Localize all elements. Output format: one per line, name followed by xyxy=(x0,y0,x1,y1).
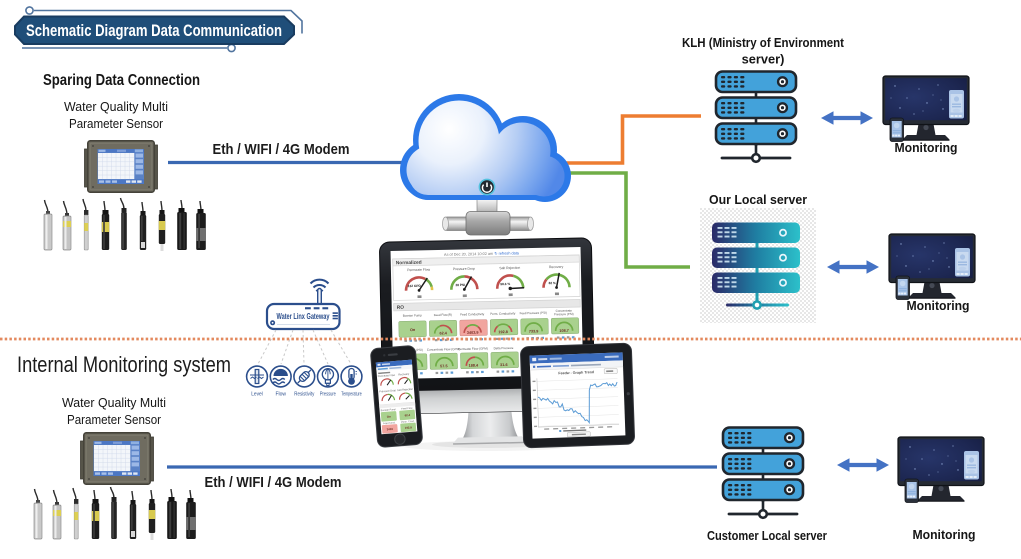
svg-text:188.4: 188.4 xyxy=(469,364,479,368)
svg-text:3403.9: 3403.9 xyxy=(467,331,479,335)
svg-text:RO: RO xyxy=(397,305,405,311)
svg-text:Salt Rejection: Salt Rejection xyxy=(397,387,414,392)
svg-text:Customer Local server: Customer Local server xyxy=(707,528,827,543)
svg-text:Temperature: Temperature xyxy=(341,392,362,398)
svg-text:On: On xyxy=(410,328,416,332)
svg-text:Permeate Flow: Permeate Flow xyxy=(407,268,430,272)
svg-text:server): server) xyxy=(742,52,785,67)
svg-text:Salt Rejection: Salt Rejection xyxy=(499,266,520,270)
svg-text:Internal Monitoring system: Internal Monitoring system xyxy=(17,352,231,377)
svg-text:192.8: 192.8 xyxy=(405,425,413,430)
svg-text:Perm. Conductivity: Perm. Conductivity xyxy=(490,311,516,316)
svg-text:82 %: 82 % xyxy=(549,281,557,285)
svg-text:Feed Conductivity: Feed Conductivity xyxy=(460,312,485,317)
svg-text:Sparing Data Connection: Sparing Data Connection xyxy=(43,72,200,89)
svg-text:↻ refresh data: ↻ refresh data xyxy=(494,251,519,256)
svg-text:Recovery: Recovery xyxy=(398,372,410,377)
svg-text:Feed Flow(R): Feed Flow(R) xyxy=(434,313,452,317)
svg-text:Feed Pressure (PSI): Feed Pressure (PSI) xyxy=(520,311,547,316)
svg-text:KLH (Ministry of Environment: KLH (Ministry of Environment xyxy=(682,35,845,50)
svg-text:Pressure Drop: Pressure Drop xyxy=(453,267,475,271)
svg-text:Recovery: Recovery xyxy=(549,265,564,269)
svg-text:Schematic Diagram Data Communi: Schematic Diagram Data Communication xyxy=(26,22,282,40)
svg-text:Concentrate Flow (GPM): Concentrate Flow (GPM) xyxy=(427,347,460,352)
svg-text:Feed Flow: Feed Flow xyxy=(401,407,413,411)
svg-text:Monitoring: Monitoring xyxy=(913,527,976,542)
svg-text:Water Quality Multi: Water Quality Multi xyxy=(62,395,166,410)
svg-text:Concentrate: Concentrate xyxy=(556,309,573,313)
svg-text:Booster Pump: Booster Pump xyxy=(381,408,397,412)
svg-text:Pressure Drop: Pressure Drop xyxy=(379,388,397,393)
svg-text:On: On xyxy=(387,414,391,418)
svg-text:Our Local server: Our Local server xyxy=(709,192,807,207)
svg-text:Pressure (PSI): Pressure (PSI) xyxy=(554,312,574,316)
svg-text:108.7: 108.7 xyxy=(559,329,569,333)
svg-text:192.8: 192.8 xyxy=(498,330,508,334)
svg-text:31.6: 31.6 xyxy=(500,363,507,367)
svg-text:Eth / WIFI / 4G Modem: Eth / WIFI / 4G Modem xyxy=(213,141,350,158)
svg-text:Resistivity: Resistivity xyxy=(294,392,314,398)
svg-text:Level: Level xyxy=(251,392,263,398)
svg-text:Monitoring: Monitoring xyxy=(895,140,958,155)
svg-text:As of Dec 20, 2014 10:02 am: As of Dec 20, 2014 10:02 am xyxy=(444,252,493,257)
svg-text:Pressure: Pressure xyxy=(320,392,336,398)
svg-text:Water Quality Multi: Water Quality Multi xyxy=(64,99,168,114)
svg-text:Feed Cond.: Feed Cond. xyxy=(383,421,396,425)
svg-text:98.6 %: 98.6 % xyxy=(500,282,510,286)
svg-text:Parameter Sensor: Parameter Sensor xyxy=(69,116,164,131)
svg-text:57.5: 57.5 xyxy=(440,364,447,368)
svg-text:62.4: 62.4 xyxy=(439,331,447,335)
svg-text:Booster Pump: Booster Pump xyxy=(403,313,422,317)
svg-text:Permeate Flow (GPM): Permeate Flow (GPM) xyxy=(458,346,488,351)
svg-text:Flow: Flow xyxy=(275,392,286,398)
svg-text:Eth / WIFI / 4G Modem: Eth / WIFI / 4G Modem xyxy=(205,474,342,491)
svg-text:Feedw - Graph Trend: Feedw - Graph Trend xyxy=(558,370,594,375)
svg-text:Perm. Cond.: Perm. Cond. xyxy=(401,420,415,424)
svg-text:Monitoring: Monitoring xyxy=(907,298,970,313)
svg-text:733.9: 733.9 xyxy=(529,329,539,333)
svg-text:3403: 3403 xyxy=(387,427,394,432)
svg-text:Normalized: Normalized xyxy=(396,260,422,267)
svg-text:132 GPD: 132 GPD xyxy=(408,284,422,288)
svg-text:Permeate Flow: Permeate Flow xyxy=(378,373,396,378)
svg-text:Delta Pressure: Delta Pressure xyxy=(494,346,514,350)
svg-text:Parameter Sensor: Parameter Sensor xyxy=(67,412,162,427)
svg-text:Water Linx Gateway: Water Linx Gateway xyxy=(277,312,330,321)
svg-text:28 PSI: 28 PSI xyxy=(455,283,465,287)
svg-text:62.4: 62.4 xyxy=(404,413,410,417)
